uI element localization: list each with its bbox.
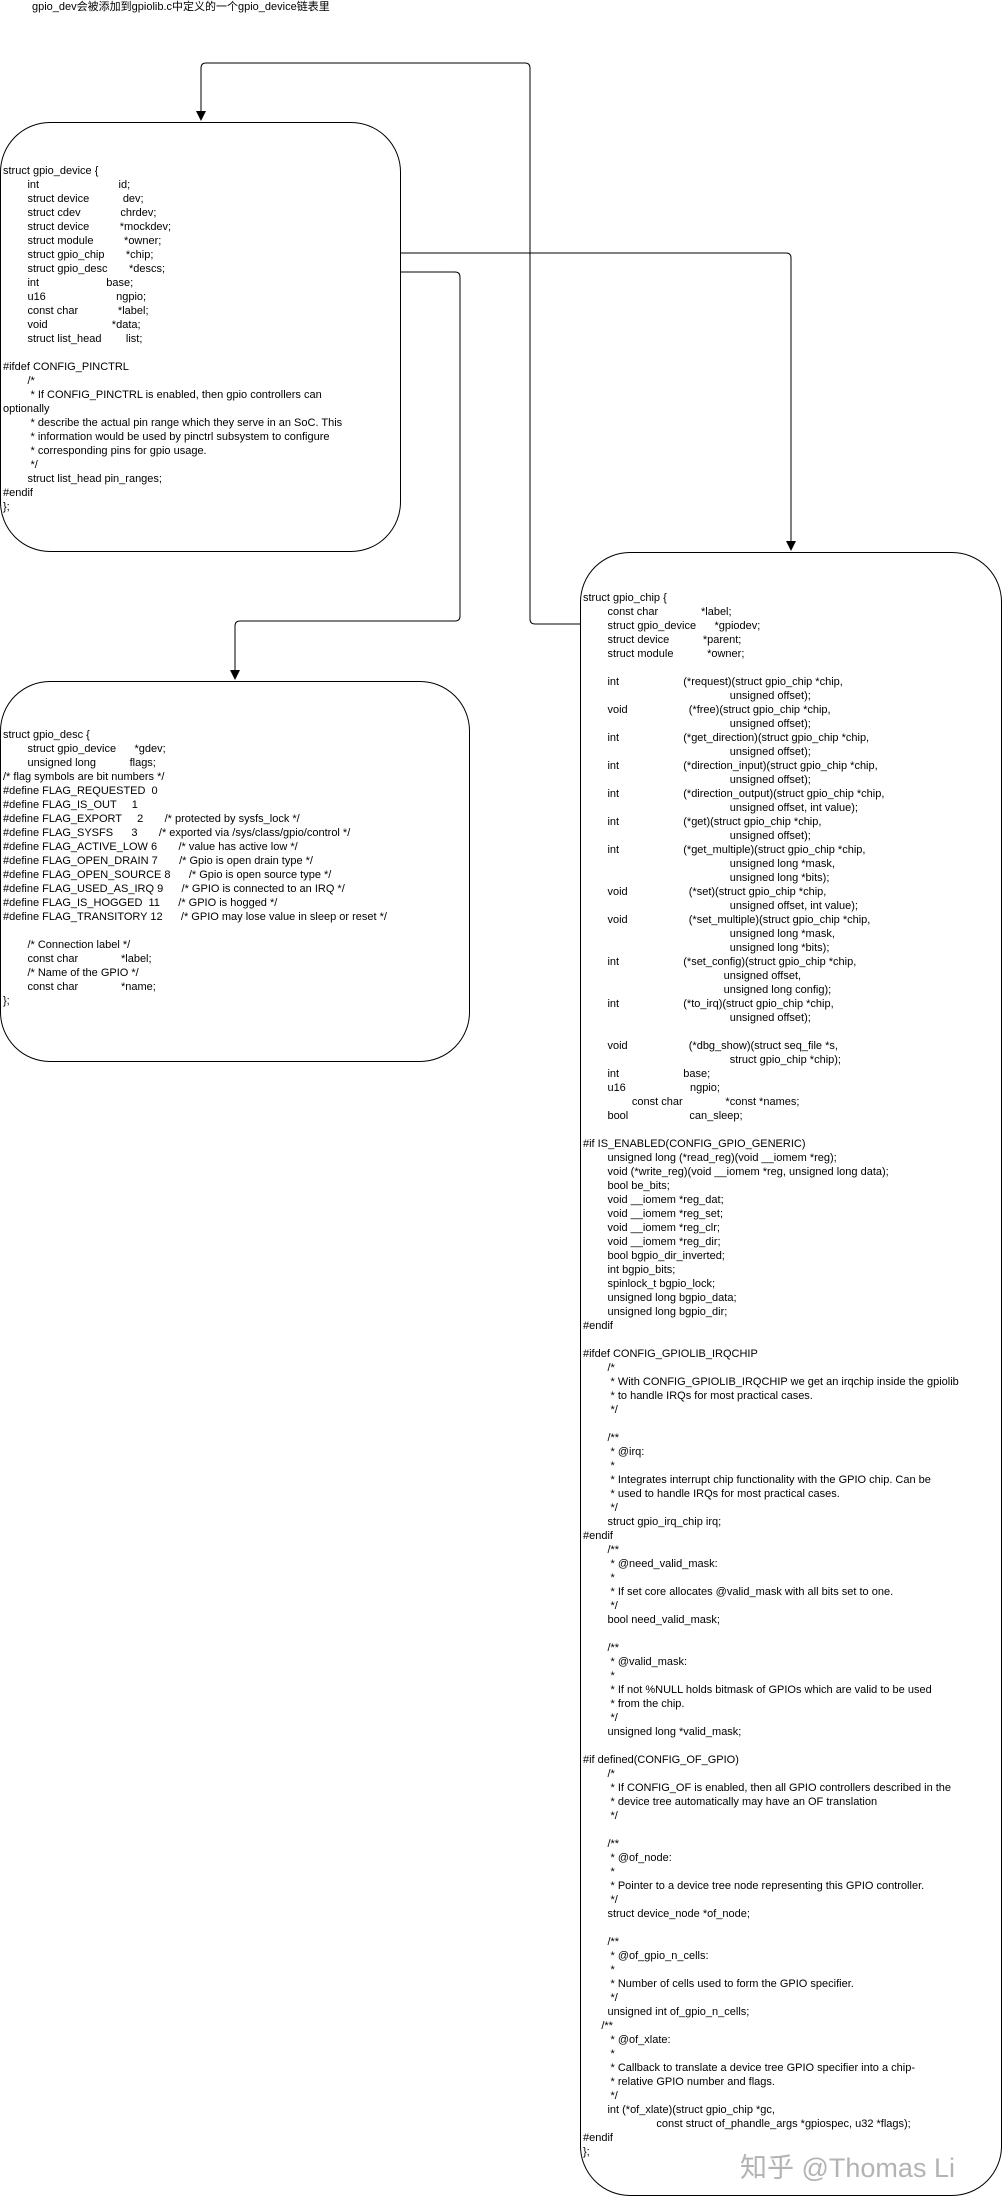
diagram-caption: gpio_dev会被添加到gpiolib.c中定义的一个gpio_device链… <box>32 1 330 13</box>
struct-gpio-chip-node[interactable]: struct gpio_chip { const char *label; st… <box>580 552 1002 2196</box>
struct-gpio-device-code: struct gpio_device { int id; struct devi… <box>3 165 343 513</box>
edge-chip-to-device <box>196 62 580 625</box>
struct-gpio-desc-node[interactable]: struct gpio_desc { struct gpio_device *g… <box>0 681 470 1062</box>
edge-device-to-desc <box>230 271 461 680</box>
struct-gpio-desc-code: struct gpio_desc { struct gpio_device *g… <box>3 729 387 1007</box>
struct-gpio-device-node[interactable]: struct gpio_device { int id; struct devi… <box>0 122 401 552</box>
struct-gpio-chip-code: struct gpio_chip { const char *label; st… <box>583 592 959 2158</box>
zhihu-watermark: 知乎 @Thomas Li <box>740 2153 955 2183</box>
edge-device-to-chip <box>401 252 796 551</box>
